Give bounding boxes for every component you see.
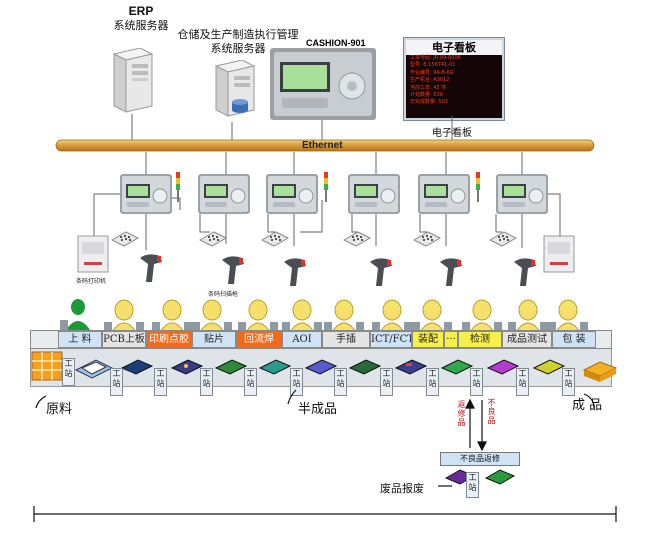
barcode-scanner-icon bbox=[440, 258, 462, 286]
board-row: 计划数量: 639 bbox=[410, 92, 443, 99]
finished-product-icon bbox=[582, 361, 618, 382]
defect-label: 不良品 bbox=[487, 398, 496, 425]
signal-lamp-icon bbox=[476, 172, 480, 202]
station-manual-insert: 手插 bbox=[322, 331, 370, 348]
pcb-product-icon bbox=[394, 359, 428, 375]
pcb-product-icon bbox=[440, 359, 474, 375]
workstation-marker: 工站 bbox=[62, 358, 75, 386]
mes-server-label: 仓储及生产制造执行管理 系统服务器 bbox=[168, 28, 308, 56]
pcb-product-icon bbox=[258, 359, 292, 375]
barcode-scanner-icon bbox=[222, 256, 244, 284]
station-reflow: 回流焊 bbox=[236, 331, 282, 348]
pcb-product-icon bbox=[120, 359, 154, 375]
mes-title: 仓储及生产制造执行管理 bbox=[177, 28, 299, 41]
station-assembly: 装配 bbox=[412, 331, 444, 348]
repair-station-box: 不良品返修 bbox=[440, 452, 520, 466]
signal-lamp-icon bbox=[176, 172, 180, 202]
conveyor-products bbox=[31, 351, 618, 382]
board-row: 工单号码: JR-09-0006 bbox=[410, 55, 461, 61]
board-title: 电子看板 bbox=[406, 40, 502, 55]
keypad-icon bbox=[261, 231, 289, 247]
workstation-marker: 工站 bbox=[426, 368, 439, 396]
pcb-product-icon bbox=[486, 359, 520, 375]
board-row: 生产机台: A3012 bbox=[410, 77, 450, 84]
terminal-device-large bbox=[270, 48, 376, 120]
workstation-marker: 工站 bbox=[244, 368, 257, 396]
board-row: 日完成数量: 503 bbox=[410, 99, 448, 106]
keypad-icon bbox=[199, 231, 227, 247]
mes-subtitle: 系统服务器 bbox=[210, 42, 266, 55]
terminal-device bbox=[347, 173, 401, 215]
barcode-printer-icon bbox=[77, 235, 109, 273]
workstation-marker: 工站 bbox=[200, 368, 213, 396]
pcb-product-icon bbox=[348, 359, 382, 375]
terminal-device bbox=[265, 173, 319, 215]
terminal-row bbox=[77, 172, 575, 286]
pcb-product-icon bbox=[214, 359, 248, 375]
workstation-marker: 工站 bbox=[334, 368, 347, 396]
keypad-icon bbox=[343, 231, 371, 247]
scanner-caption: 条码扫描枪 bbox=[208, 291, 239, 298]
raw-material-icon bbox=[31, 351, 63, 381]
terminal-device bbox=[119, 173, 173, 215]
workstation-marker: 工站 bbox=[516, 368, 529, 396]
barcode-scanner-icon bbox=[514, 258, 536, 286]
pcb-product-icon bbox=[74, 359, 114, 379]
printer-caption: 条码打印机 bbox=[76, 278, 107, 285]
operator-row bbox=[60, 299, 589, 333]
pcb-product-icon bbox=[532, 359, 566, 375]
pcb-product-icon bbox=[304, 359, 338, 375]
semi-finished-label: 半成品 bbox=[298, 402, 338, 417]
pcb-product-icon bbox=[170, 359, 204, 375]
station-pcb-board: PCB上板 bbox=[102, 331, 146, 348]
device-model-label: CASHION-901 bbox=[306, 38, 366, 48]
workstation-marker: 工站 bbox=[466, 472, 479, 498]
station-aoi: AOI bbox=[282, 331, 322, 348]
terminal-device bbox=[495, 173, 549, 215]
station-printing-dispense: 印刷点胶 bbox=[146, 331, 192, 348]
repair-station-label: 不良品返修 bbox=[460, 454, 500, 463]
finished-label: 成 品 bbox=[572, 398, 603, 413]
erp-subtitle: 系统服务器 bbox=[113, 19, 169, 32]
repair-return-label: 返修品 bbox=[457, 400, 466, 427]
scrap-label: 废品报废 bbox=[380, 482, 424, 495]
workstation-marker: 工站 bbox=[470, 368, 483, 396]
barcode-scanner-icon bbox=[140, 254, 162, 282]
network-connectors bbox=[55, 114, 595, 250]
station-smt: 贴片 bbox=[192, 331, 236, 348]
barcode-scanner-icon bbox=[284, 258, 306, 286]
station-loading: 上 料 bbox=[58, 331, 102, 348]
terminal-device bbox=[197, 173, 251, 215]
raw-material-label: 原料 bbox=[46, 402, 73, 417]
keypad-icon bbox=[413, 231, 441, 247]
station-final-test: 成品测试 bbox=[502, 331, 552, 348]
erp-server-icon bbox=[112, 48, 154, 113]
workstation-marker: 工站 bbox=[110, 368, 123, 396]
board-row: 当前工单: 45 件 bbox=[410, 84, 447, 91]
barcode-scanner-icon bbox=[370, 258, 392, 286]
barcode-printer-icon bbox=[543, 235, 575, 273]
board-row: 型号: E-156741-01 bbox=[410, 62, 456, 69]
erp-server-label: ERP 系统服务器 bbox=[96, 4, 186, 33]
operator-icon-green bbox=[60, 299, 90, 330]
signal-lamp-icon bbox=[324, 172, 328, 202]
keypad-icon bbox=[489, 231, 517, 247]
keypad-icon bbox=[111, 231, 139, 247]
workstation-marker: 工站 bbox=[290, 368, 303, 396]
terminal-device bbox=[417, 173, 471, 215]
workstation-marker: 工站 bbox=[380, 368, 393, 396]
mes-server-icon bbox=[214, 60, 256, 117]
erp-title: ERP bbox=[128, 4, 154, 18]
defect-product-icon bbox=[484, 469, 516, 485]
workstation-marker: 工站 bbox=[154, 368, 167, 396]
electronic-board-large: 电子看板 工单号码: JR-09-0006 型号: E-156741-01 作业… bbox=[404, 38, 504, 120]
station-ict-fct: ICT/FCT bbox=[370, 331, 412, 348]
station-inspection: 检测 bbox=[458, 331, 502, 348]
station-ellipsis: ··· bbox=[444, 331, 458, 348]
ethernet-bus bbox=[55, 139, 595, 152]
board-row: 作业编号: 9A-B-6G bbox=[410, 69, 454, 76]
station-packing: 包 装 bbox=[552, 331, 596, 348]
workstation-marker: 工站 bbox=[562, 368, 575, 396]
ethernet-label: Ethernet bbox=[302, 140, 343, 151]
